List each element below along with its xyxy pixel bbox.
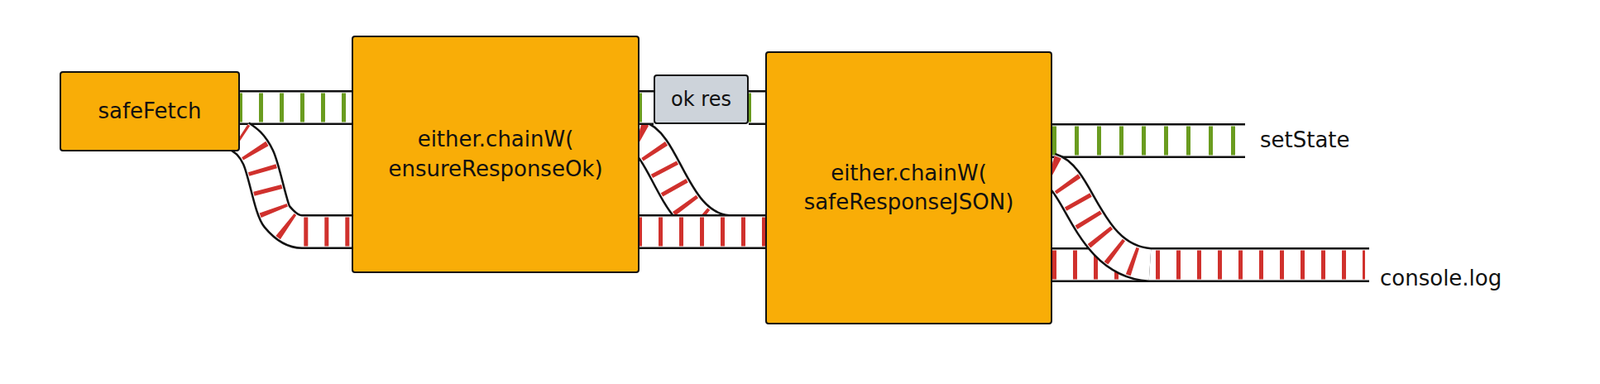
rail [639,90,654,125]
rail-bed [639,92,654,124]
tie [1052,126,1241,156]
rail [239,90,352,125]
process-box: either.chainW( safeResponseJSON) [765,51,1053,325]
tie [748,93,766,123]
box-label: either.chainW( safeResponseJSON) [781,158,1036,217]
rail [748,90,766,125]
rail-bed [639,216,766,248]
tie [639,217,766,247]
rail-bed [748,92,766,124]
green-output-track [1050,140,1246,142]
railway-track [239,136,352,232]
railway-track [639,231,766,233]
red-output-track [1050,264,1370,266]
rail-bed [239,136,352,232]
box-label: either.chainW( ensureResponseOk) [368,124,623,183]
railway-track [748,107,766,109]
box-label: ok res [670,86,732,113]
rail [239,136,352,232]
rail-bed [1050,125,1246,157]
box-label: safeFetch [97,96,202,126]
output-label: setState [1259,127,1351,153]
tie [239,136,352,232]
railway-track [639,107,654,109]
tie [1050,169,1150,265]
red-branch-track [1050,169,1150,265]
value-tag: ok res [653,74,749,125]
output-label: console.log [1379,265,1502,291]
tie [639,93,654,123]
process-box: either.chainW( ensureResponseOk) [351,35,640,274]
rail [1050,123,1246,159]
tie [239,93,352,123]
rail [639,214,766,250]
process-box: safeFetch [59,71,240,152]
railway-track [239,107,352,109]
rail-bed [239,92,352,124]
rail-bed [1050,169,1150,265]
rail [1050,169,1150,265]
